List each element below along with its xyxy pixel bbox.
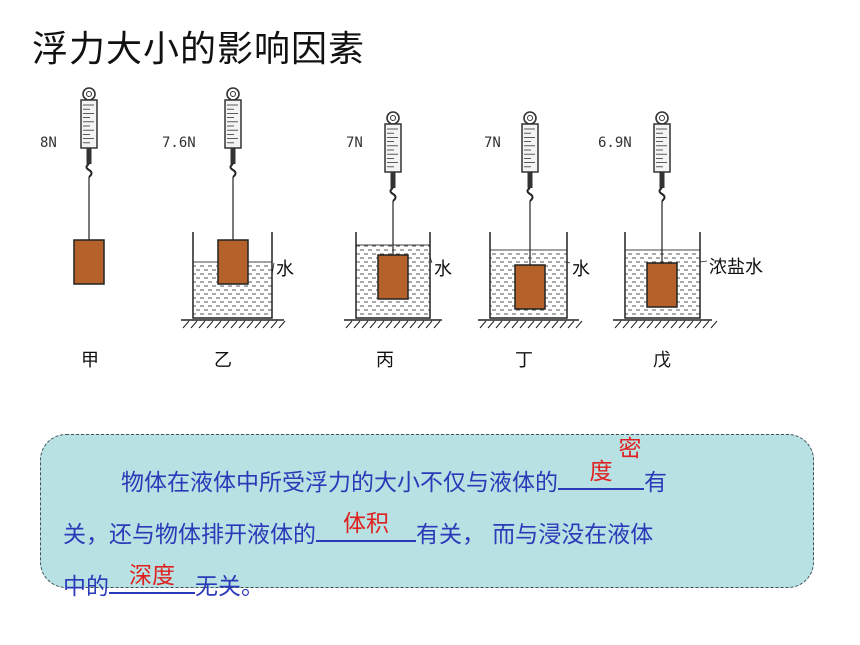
ground-hatching [345,320,441,329]
scale-ring [386,111,400,125]
apparatus-2: 7.6N 水 [162,87,294,329]
setup-caption-3: 丙 [376,350,394,371]
spring-scale [384,123,402,173]
scale-reading: 7.6N [162,135,196,151]
conclusion-text-4: 有关， 而与浸没在液体 [416,522,654,548]
block [377,254,409,300]
scale-rod [390,172,396,188]
beaker [192,232,273,319]
ground-hatching [614,320,718,329]
ground-hatching [479,320,583,329]
scale-reading: 7N [484,135,501,151]
scale-rod [527,172,533,188]
scale-rod [86,148,92,164]
apparatus-3: 7N 水 [344,111,452,329]
apparatus-4: 7N 水 [478,111,590,329]
scale-rod [659,172,665,188]
apparatus-1: 8N [40,87,105,285]
scale-reading: 6.9N [598,135,632,151]
liquid-label: 水 [572,259,590,280]
apparatus-5: 6.9N 浓盐水 [598,111,763,329]
conclusion-text-3: 关，还与物体排开液体的 [63,522,316,548]
spring-scale [653,123,671,173]
liquid-label: 浓盐水 [709,257,763,278]
ground-hatching [182,320,286,329]
conclusion-text-2: 有 [644,470,667,496]
liquid-label: 水 [276,259,294,280]
setup-caption-4: 丁 [515,350,533,371]
scale-hook [85,163,93,178]
scale-hook [229,163,237,178]
scale-ring [226,87,240,101]
label-leader [429,256,433,264]
conclusion-text-6: 无关。 [195,574,264,600]
scale-ticks [524,128,535,168]
liquid-label: 水 [434,259,452,280]
scale-reading: 7N [346,135,363,151]
answer-3: 深度 [129,563,175,589]
answer-blank-2: 体积 [316,511,416,542]
scale-ticks [656,128,667,168]
setup-caption-2: 乙 [214,350,232,371]
buoyancy-experiment-diagram: 8N 7.6N 水 7N 水 7N 水 6.9N 浓盐水 [40,87,763,329]
scale-hook [658,187,666,202]
spring-scale [224,99,242,149]
block [646,262,678,308]
label-leader [566,261,571,264]
scale-ring [523,111,537,125]
spring-scale [80,99,98,149]
label-leader [271,262,275,275]
setup-caption-5: 戊 [653,350,671,371]
scale-ticks [83,104,94,144]
scale-ticks [387,128,398,168]
scale-hook [526,187,534,202]
setup-caption-1: 甲 [81,350,99,371]
conclusion-text-5: 中的 [63,574,109,600]
scale-ring [655,111,669,125]
beaker [355,232,431,319]
beaker [489,232,568,319]
page-title: 浮力大小的影响因素 [32,29,366,70]
block [514,264,546,310]
beaker [624,232,701,319]
answer-blank-1: 密度 [558,438,644,490]
conclusion-box: 物体在液体中所受浮力的大小不仅与液体的 密度有 关，还与物体排开液体的 体积 有关， … [40,434,814,600]
scale-ticks [227,104,238,144]
block [73,239,105,285]
answer-blank-3: 深度 [109,563,195,594]
conclusion-text-1: 物体在液体中所受浮力的大小不仅与液体的 [121,470,558,496]
answer-2: 体积 [343,511,389,537]
answer-1: 密度 [589,436,642,485]
spring-scale [521,123,539,173]
scale-hook [389,187,397,202]
label-leader [699,260,708,263]
scale-rod [230,148,236,164]
scale-ring [82,87,96,101]
block [217,239,249,285]
scale-reading: 8N [40,135,57,151]
